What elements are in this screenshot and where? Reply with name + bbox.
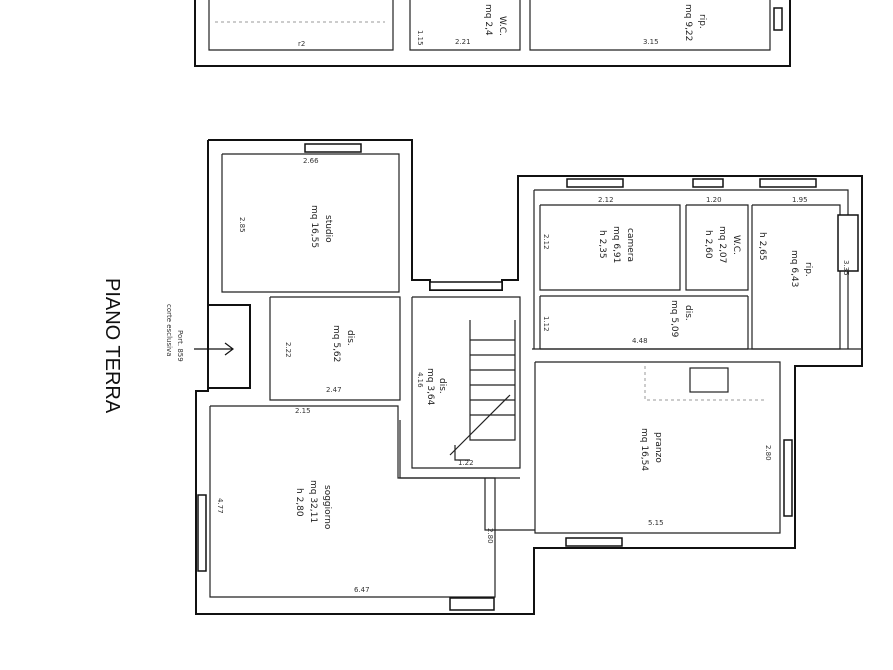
room-studio: studio mq 16,55 2.66 2.85 — [238, 157, 333, 248]
camera-dim-top: 2.12 — [598, 196, 614, 204]
rip-name: rip. — [803, 262, 813, 277]
rip-height: h 2,65 — [757, 232, 767, 261]
soggiorno-dim-right: 2.80 — [486, 528, 494, 544]
room-dis-stair: dis. mq 3,64 4.16 1.22 — [416, 368, 474, 467]
pranzo-dim-side: 2.80 — [764, 445, 772, 461]
wc-area: mq 2,07 — [717, 226, 727, 263]
soggiorno-dim-bottom: 6.47 — [354, 586, 370, 594]
upper-dim-d: 1.15 — [416, 30, 424, 46]
camera-dim-side: 2.12 — [542, 234, 550, 250]
rip-dim-top: 1.95 — [792, 196, 808, 204]
camera-height: h 2,35 — [597, 230, 607, 259]
upper-dim-b: 2.21 — [455, 38, 471, 46]
upper-wc-area: mq 2,4 — [483, 4, 493, 36]
dis-stair-dim-bottom: 1.22 — [458, 459, 474, 467]
room-pranzo: pranzo mq 16,54 5.15 2.80 — [639, 428, 772, 527]
room-dis-left: dis. mq 5,62 2.22 2.47 2.15 — [284, 325, 355, 415]
wc-dim-top: 1.20 — [706, 196, 722, 204]
upper-wc-label: W.C. — [497, 16, 507, 36]
soggiorno-dim-side: 4.77 — [216, 498, 224, 514]
dis-stair-area: mq 3,64 — [425, 368, 435, 406]
pranzo-dim-bottom: 5.15 — [648, 519, 664, 527]
entrance-arrow-icon — [194, 342, 234, 356]
room-wc: W.C. mq 2,07 h 2,60 1.20 — [703, 196, 741, 263]
camera-area: mq 6,91 — [611, 226, 621, 263]
soggiorno-height: h 2,80 — [294, 488, 304, 517]
dis-left-dim-side: 2.22 — [284, 342, 292, 358]
wc-name: W.C. — [731, 235, 741, 255]
rip-area: mq 6,43 — [789, 250, 799, 287]
camera-name: camera — [625, 228, 635, 262]
studio-name: studio — [323, 215, 333, 243]
soggiorno-name: soggiorno — [322, 485, 332, 530]
dis-corridor-dim-side: 1.12 — [542, 316, 550, 332]
dis-left-dim-bottom: 2.47 — [326, 386, 342, 394]
upper-room-label: rip. — [697, 14, 707, 29]
dis-left-name: dis. — [345, 330, 355, 346]
pranzo-area: mq 16,54 — [639, 428, 649, 471]
wc-height: h 2,60 — [703, 230, 713, 259]
upper-dim-c: 3.15 — [643, 38, 659, 46]
room-ripostiglio: rip. mq 6,43 h 2,65 1.95 3.35 — [757, 196, 850, 287]
studio-dim-side: 2.85 — [238, 217, 246, 233]
ground-floor-walls — [195, 139, 863, 615]
upper-room-area: mq 9,22 — [683, 4, 693, 41]
dis-left-dim-b2: 2.15 — [295, 407, 311, 415]
room-soggiorno: soggiorno mq 32,11 h 2,80 4.77 6.47 2.80 — [216, 480, 494, 594]
pranzo-name: pranzo — [653, 432, 663, 463]
entrance-note-2: corte esclusiva — [165, 304, 173, 357]
dis-corridor-name: dis. — [683, 305, 693, 321]
soggiorno-area: mq 32,11 — [308, 480, 318, 523]
dis-left-area: mq 5,62 — [331, 325, 341, 362]
windows — [197, 143, 859, 611]
entrance-note-1: Port. 859 — [176, 330, 184, 362]
dis-stair-name: dis. — [437, 378, 447, 394]
floor-title: PIANO TERRA — [101, 278, 123, 414]
room-camera: camera mq 6,91 h 2,35 2.12 2.12 — [542, 196, 635, 263]
dis-corridor-area: mq 5,09 — [669, 300, 679, 338]
upper-dim-a: r2 — [298, 40, 305, 48]
studio-dim-top: 2.66 — [303, 157, 319, 165]
room-dis-corridor: dis. mq 5,09 4.48 1.12 — [542, 300, 693, 345]
studio-area: mq 16,55 — [309, 205, 319, 248]
dis-stair-dim-side: 4.16 — [416, 372, 424, 388]
upper-floor-section: r2 2.21 3.15 1.15 W.C. mq 2,4 rip. mq 9,… — [194, 0, 791, 67]
dis-corridor-dim-bottom: 4.48 — [632, 337, 648, 345]
rip-dim-side: 3.35 — [842, 260, 850, 276]
